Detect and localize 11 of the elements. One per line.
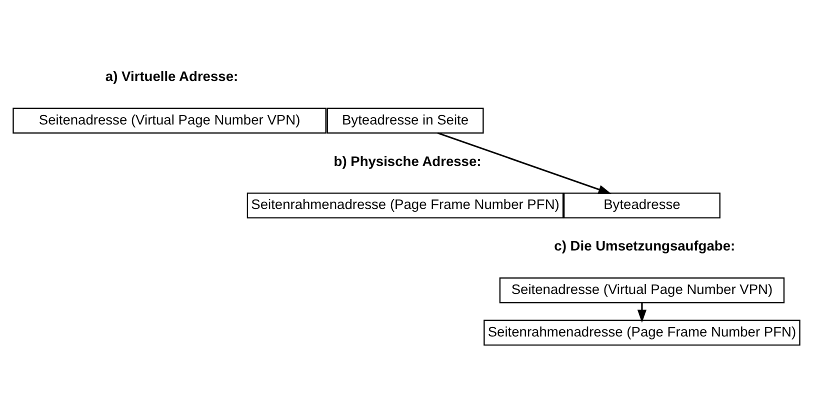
node-box: Seitenrahmenadresse (Page Frame Number PFN) [484,319,800,346]
node-box: Byteadresse [563,192,720,218]
node-box: Byteadresse in Seite [326,107,484,134]
label: a) Virtuelle Adresse: [105,68,238,84]
node-box: Seitenadresse (Virtual Page Number VPN) [499,276,785,303]
arrow [437,132,612,194]
node-box: Seitenadresse (Virtual Page Number VPN) [12,107,326,134]
arrow [637,302,647,322]
label: c) Die Umsetzungsaufgabe: [554,238,736,254]
node-box: Seitenrahmenadresse (Page Frame Number PFN) [246,192,564,218]
label: b) Physische Adresse: [334,153,482,168]
